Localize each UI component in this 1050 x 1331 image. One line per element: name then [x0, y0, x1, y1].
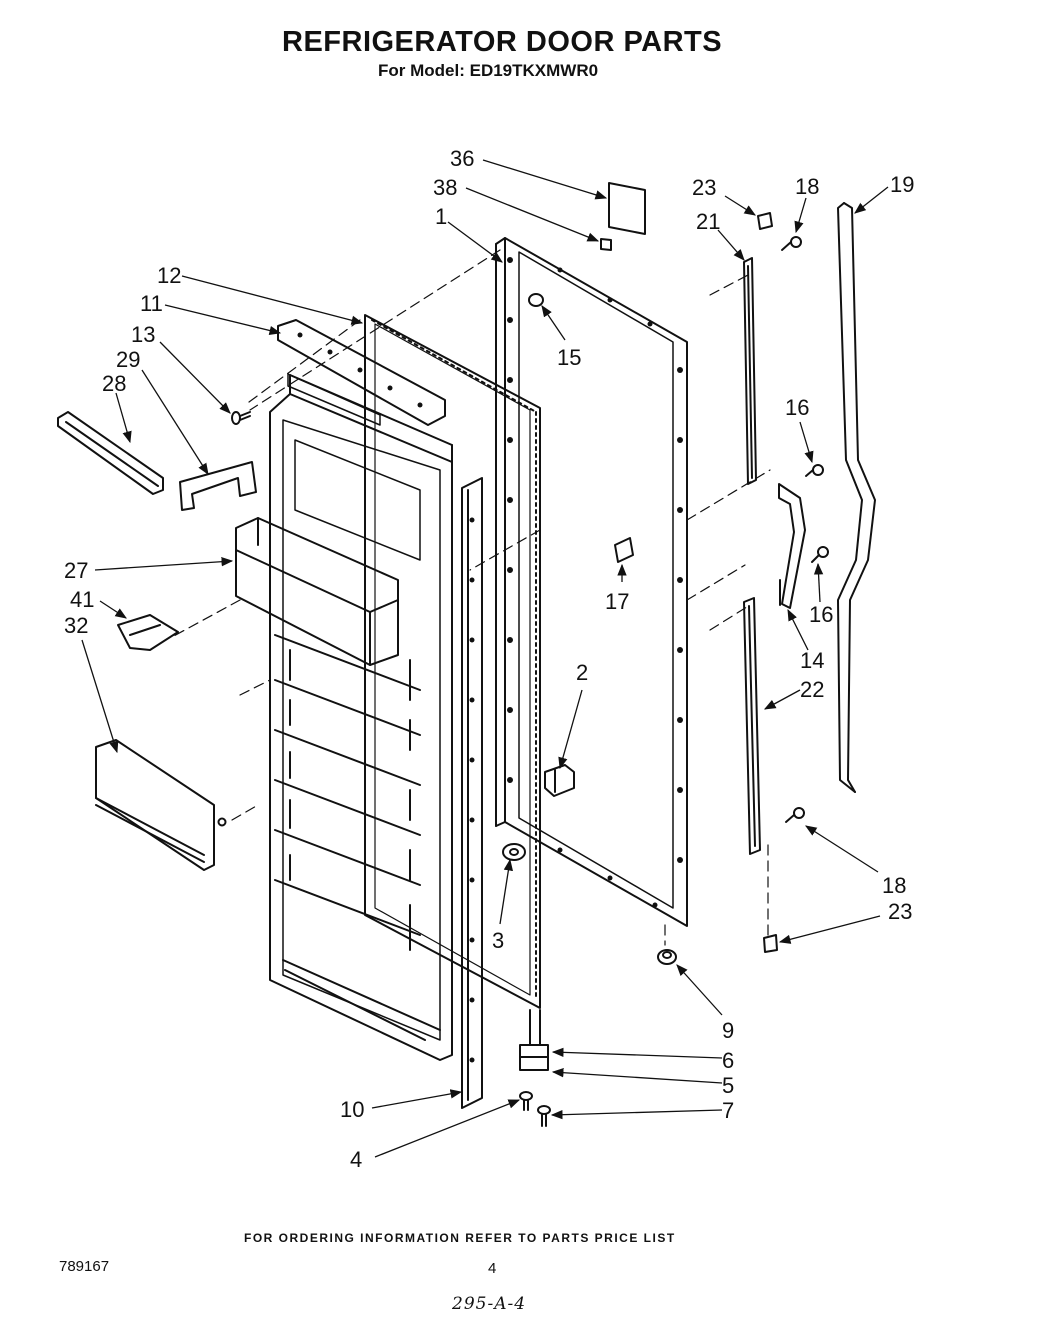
part-11-top-bracket	[277, 319, 446, 426]
callout-3: 3	[492, 928, 504, 953]
part-17-clip	[614, 537, 634, 563]
part-16-screw-lower	[811, 546, 829, 563]
part-18-screw-top	[781, 236, 802, 251]
callout-6: 6	[722, 1048, 734, 1073]
part-32-shelf-bar	[95, 739, 227, 871]
callout-13: 13	[131, 322, 155, 347]
callout-14: 14	[800, 648, 824, 673]
callout-38: 38	[433, 175, 457, 200]
part-23-bottom-cap	[763, 934, 778, 953]
leader-arrows	[81, 159, 889, 1158]
part-13-screw	[231, 411, 251, 425]
part-3-washer	[502, 843, 526, 861]
callout-1: 1	[435, 204, 447, 229]
handwritten-reference: 295-A-4	[452, 1294, 527, 1314]
callout-12: 12	[157, 263, 181, 288]
callout-10: 10	[340, 1097, 364, 1122]
callout-7: 7	[722, 1098, 734, 1123]
part-19-door-seal-strip	[837, 202, 876, 793]
callout-9: 9	[722, 1018, 734, 1043]
callout-29: 29	[116, 347, 140, 372]
part-16-screw-upper	[805, 464, 824, 477]
callout-28: 28	[102, 371, 126, 396]
model-subtitle: For Model: ED19TKXMWR0	[378, 61, 599, 80]
page-number: 4	[488, 1260, 497, 1277]
callout-labels: 36 38 1 12 11 13 29 28 15 23 18 19 21 16…	[64, 146, 914, 1172]
part-22-lower-strip	[743, 597, 761, 855]
assembly-lines	[171, 249, 771, 946]
callout-5: 5	[722, 1073, 734, 1098]
callout-27: 27	[64, 558, 88, 583]
callout-22: 22	[800, 677, 824, 702]
part-27-bucket-shelf	[235, 517, 399, 666]
part-28-trim-strip	[57, 411, 164, 495]
part-38-small-label	[600, 238, 612, 251]
part-29-handle	[179, 461, 257, 511]
part-4-screw	[519, 1091, 533, 1111]
part-14-hinge-arm	[778, 483, 806, 609]
callout-32: 32	[64, 613, 88, 638]
door-trim-strip	[461, 477, 483, 1109]
callout-16-lower: 16	[809, 602, 833, 627]
document-number: 789167	[59, 1258, 110, 1275]
callout-23-bottom: 23	[888, 899, 912, 924]
callout-41: 41	[70, 587, 94, 612]
callout-15: 15	[557, 345, 581, 370]
part-7-screw	[537, 1105, 551, 1127]
callout-2: 2	[576, 660, 588, 685]
inner-door-liner	[269, 374, 453, 1061]
lower-hinge	[519, 1009, 549, 1071]
callout-17: 17	[605, 589, 629, 614]
outer-door-panel	[495, 237, 688, 927]
part-41-small-tray	[117, 614, 179, 651]
callout-18-top: 18	[795, 174, 819, 199]
part-36-label-panel	[608, 182, 646, 235]
callout-21: 21	[696, 209, 720, 234]
part-18-screw-bottom	[785, 807, 805, 823]
callout-23-top: 23	[692, 175, 716, 200]
ordering-note: FOR ORDERING INFORMATION REFER TO PARTS …	[244, 1231, 676, 1245]
callout-19: 19	[890, 172, 914, 197]
callout-11: 11	[140, 291, 163, 316]
callout-4: 4	[350, 1147, 362, 1172]
part-21-upper-strip	[743, 257, 757, 485]
part-2-hinge-bracket	[544, 764, 575, 797]
part-23-top-cap	[757, 212, 773, 230]
page-title: REFRIGERATOR DOOR PARTS	[282, 26, 723, 58]
part-15-plug	[528, 293, 544, 307]
callout-36: 36	[450, 146, 474, 171]
callout-16-upper: 16	[785, 395, 809, 420]
part-9-bushing	[657, 949, 677, 965]
callout-18-bottom: 18	[882, 873, 906, 898]
